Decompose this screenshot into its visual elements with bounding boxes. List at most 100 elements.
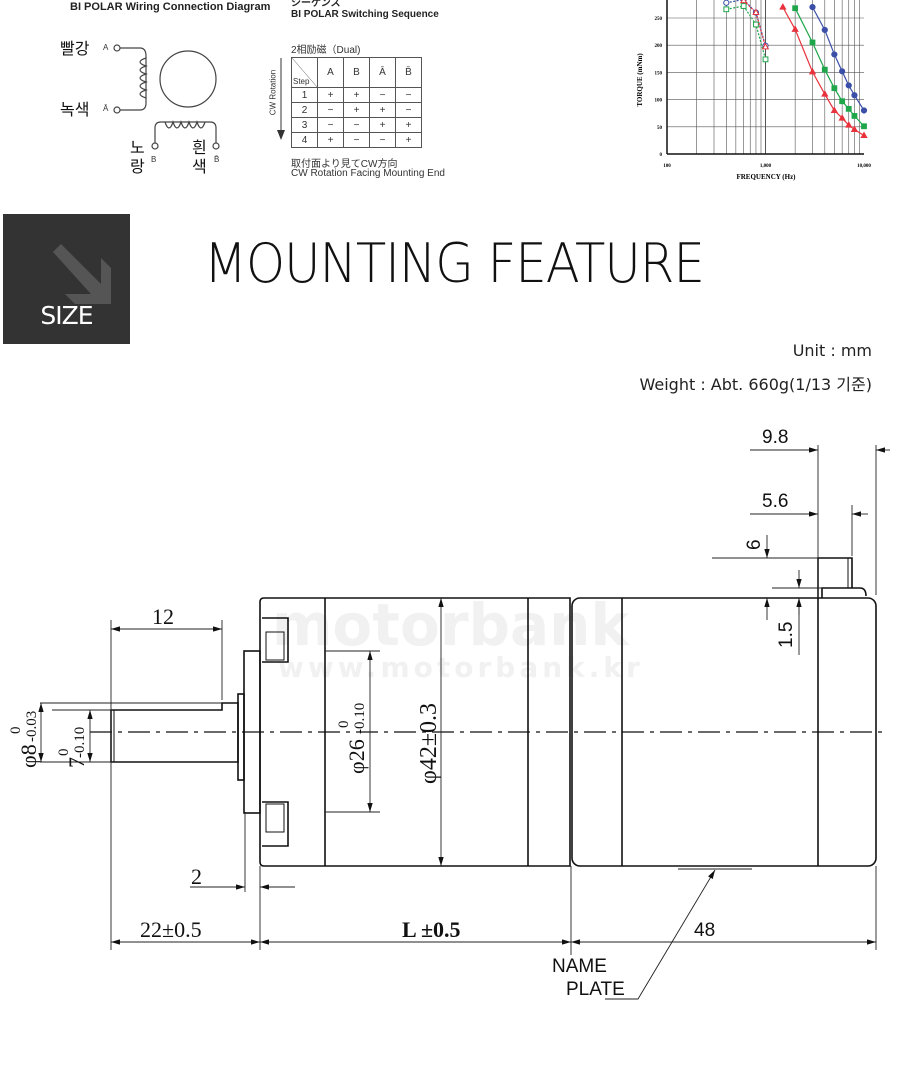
y-tick-label: 100 — [655, 99, 663, 104]
dim-connector-1-5: 1.5 — [776, 622, 797, 648]
dim-pilot-dia: φ26 — [344, 739, 369, 774]
data-point — [752, 8, 760, 16]
table-row: 4+−−+ — [291, 132, 422, 148]
data-point — [831, 85, 838, 92]
dim-motor-length: 48 — [694, 920, 715, 941]
table-row: 2−++− — [291, 102, 422, 118]
name-plate-label-2: PLATE — [566, 979, 625, 1000]
dim-shaft-tol-upper: 0 — [8, 727, 24, 735]
x-tick-label: 1,000 — [760, 164, 772, 169]
wire-yellow-label: 노 랑 — [130, 138, 145, 176]
dim-shaft-tol-lower: -0.03 — [24, 711, 40, 742]
x-tick-label: 10,000 — [857, 164, 871, 169]
x-tick-label: 100 — [663, 164, 671, 169]
data-point — [739, 0, 748, 4]
data-point — [845, 105, 852, 112]
sequence-heading: BI POLAR Switching Sequence — [291, 9, 439, 20]
data-point — [723, 0, 730, 6]
data-point — [830, 106, 839, 113]
weight-label: Weight : Abt. 660g(1/13 기준) — [639, 375, 873, 394]
size-badge-label: SIZE — [40, 301, 93, 330]
dim-pilot-length: 2 — [191, 864, 202, 889]
switching-sequence-table: Step A B Ā B̄ 1++−− 2−++− 3−−++ 4+−−+ — [291, 57, 422, 148]
dim-connector-9-8: 9.8 — [762, 427, 788, 448]
dim-shaft-length: 12 — [152, 604, 174, 629]
rotor-icon — [159, 50, 217, 108]
dim-body-dia: φ42±0.3 — [416, 703, 442, 784]
dim-shaft-total: 22±0.5 — [140, 917, 202, 942]
wiring-heading: BI POLAR Wiring Connection Diagram — [70, 1, 271, 13]
data-point — [851, 92, 858, 99]
dim-pilot-tol-upper: 0 — [336, 721, 352, 729]
sequence-heading-jp: シーケンス — [291, 0, 341, 9]
data-point — [845, 82, 852, 89]
y-axis-label: TORQUE (mNm) — [636, 53, 644, 107]
data-point — [831, 51, 838, 58]
data-point — [845, 121, 853, 128]
data-point — [838, 114, 846, 121]
data-point — [723, 6, 730, 13]
x-axis-label: FREQUENCY (Hz) — [736, 173, 796, 181]
sequence-note-jp: 取付面より見てCW方向 — [291, 159, 398, 170]
data-point — [821, 26, 828, 34]
data-point — [792, 5, 799, 12]
data-point — [861, 123, 867, 130]
wire-white-label: 흰 색 — [192, 138, 207, 176]
data-point — [762, 56, 769, 63]
terminal-a: A — [103, 43, 109, 52]
data-point — [860, 107, 868, 114]
size-badge: SIZE — [3, 214, 130, 344]
data-point — [808, 67, 817, 75]
y-tick-label: 250 — [655, 17, 663, 22]
data-point — [753, 21, 759, 28]
sequence-note: CW Rotation Facing Mounting End — [291, 168, 445, 179]
y-tick-label: 200 — [655, 44, 663, 49]
col-b-bar: B̄ — [395, 57, 422, 88]
dim-flat-tol-lower: -0.10 — [72, 727, 88, 758]
y-tick-label: 0 — [660, 153, 663, 158]
series-line — [726, 0, 767, 46]
data-point — [851, 113, 858, 119]
y-tick-label: 150 — [655, 71, 663, 76]
data-point — [839, 68, 846, 75]
cw-arrow-icon — [277, 58, 285, 140]
dim-shaft-dia: φ8 — [16, 744, 41, 768]
dim-connector-5-6: 5.6 — [762, 491, 788, 512]
table-row: 3−−++ — [291, 117, 422, 133]
unit-label: Unit : mm — [792, 341, 872, 360]
col-a-bar: Ā — [369, 57, 396, 88]
data-point — [821, 90, 829, 97]
wire-green-label: 녹색 — [60, 100, 90, 119]
data-point — [791, 25, 799, 32]
dim-flat: 7 — [64, 757, 89, 768]
dim-pilot-tol-lower: -0.10 — [352, 703, 368, 734]
data-point — [850, 125, 859, 133]
dimension-lines — [38, 445, 890, 1000]
data-point — [839, 98, 846, 105]
arrow-down-right-icon — [53, 244, 111, 304]
torque-chart: 0 50 100 150 200 250 100 1,000 10,000 FREQUENCY … — [636, 0, 871, 181]
series-line — [726, 5, 767, 60]
dim-gear-length: L ±0.5 — [402, 917, 461, 942]
dim-flat-tol-upper: 0 — [56, 749, 72, 757]
terminal-b-bar: B̄ — [214, 155, 220, 164]
data-point — [809, 39, 816, 46]
data-point — [761, 42, 770, 50]
page-title: MOUNTING FEATURE — [204, 232, 705, 295]
watermark-url: www.motorbank.kr — [278, 651, 644, 684]
data-point — [809, 4, 816, 11]
terminal-a-bar: Ā — [103, 104, 109, 113]
excitation-mode: 2相励磁（Dual) — [291, 45, 361, 56]
data-point — [740, 3, 747, 9]
y-tick-label: 50 — [657, 126, 663, 131]
dim-connector-6: 6 — [744, 539, 765, 550]
data-point — [779, 3, 787, 10]
terminal-b: B — [151, 155, 157, 164]
step-header: Step — [291, 57, 318, 88]
wiring-diagram — [113, 44, 220, 150]
table-row: 1++−− — [291, 87, 422, 103]
data-point — [821, 66, 828, 73]
name-plate-label-1: NAME — [552, 956, 607, 977]
data-point — [860, 131, 868, 139]
